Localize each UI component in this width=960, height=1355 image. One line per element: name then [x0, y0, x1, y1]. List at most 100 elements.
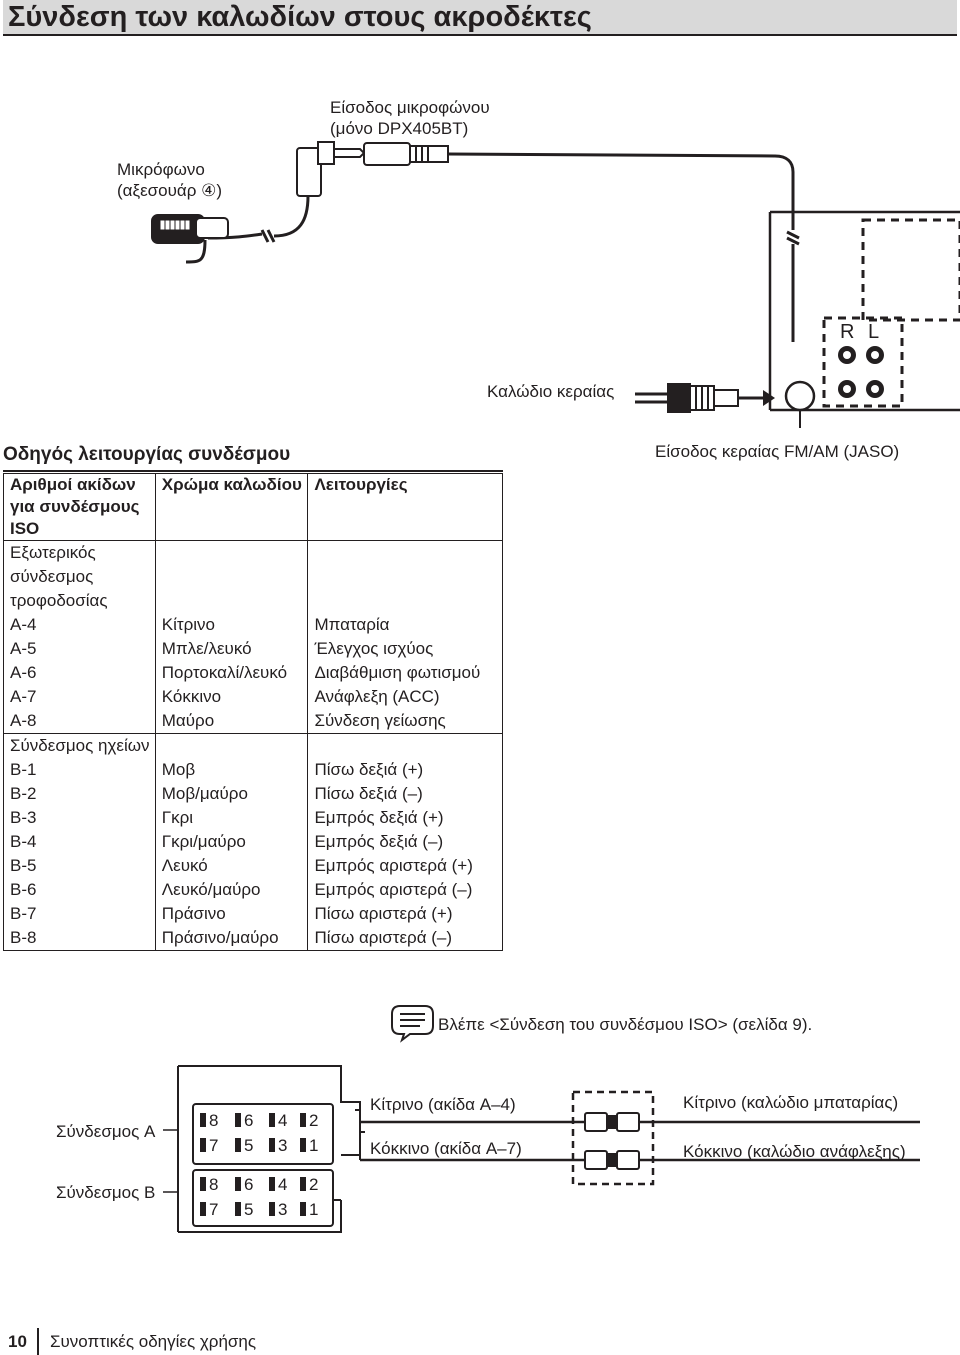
- color-cell: Λευκό: [154, 854, 308, 878]
- microphone-label-1: Μικρόφωνο: [117, 160, 205, 179]
- title-bar: [3, 0, 957, 36]
- red-cable-label: Κόκκινο (καλώδιο ανάφλεξης): [683, 1142, 906, 1161]
- function-cell: Εμπρός αριστερά (+): [307, 854, 503, 878]
- pin-cell: A-4: [10, 615, 37, 634]
- header-cable-color: Χρώμα καλωδίου: [154, 473, 308, 541]
- mic-cable-tail: [185, 239, 207, 264]
- connector-a-pin-7: 7: [200, 1136, 218, 1156]
- color-cell: Κίτρινο: [154, 613, 308, 637]
- function-cell: Εμπρός δεξιά (–): [307, 830, 503, 854]
- color-cell: Μαύρο: [154, 709, 308, 734]
- pin-function-table: Αριθμοί ακίδων για συνδέσμους ISO Χρώμα …: [3, 473, 503, 951]
- color-cell: Γκρι: [154, 806, 308, 830]
- pin-cell: B-7: [10, 904, 37, 923]
- section-a-label: Εξωτερικός σύνδεσμος τροφοδοσίας: [3, 540, 156, 613]
- pin-cell: B-1: [10, 760, 37, 779]
- page-number: 10: [8, 1332, 27, 1351]
- pin-cell: A-8: [10, 711, 37, 730]
- mic-cable-2: [273, 195, 310, 238]
- page-title: Σύνδεση των καλωδίων στους ακροδέκτες: [8, 1, 592, 33]
- connector-b-pin-6: 6: [235, 1175, 253, 1195]
- connector-a-pin-4: 4: [269, 1111, 287, 1131]
- color-cell: Μοβ/μαύρο: [154, 782, 308, 806]
- guide-title-rule: [3, 470, 503, 472]
- pin-cell: B-6: [10, 880, 37, 899]
- section-a-row: Εξωτερικός σύνδεσμος τροφοδοσίας: [3, 540, 503, 613]
- color-cell: Κόκκινο: [154, 685, 308, 709]
- pin-cell: B-2: [10, 784, 37, 803]
- connector-a-pin-3: 3: [269, 1136, 287, 1156]
- section-b-row: Σύνδεσμος ηχείων: [3, 733, 503, 758]
- note-icon: [391, 1005, 434, 1043]
- yellow-pin-label: Κίτρινο (ακίδα A–4): [370, 1095, 516, 1114]
- function-cell: Πίσω δεξιά (–): [307, 782, 503, 806]
- rca-r-label: R: [840, 321, 855, 343]
- connector-b-pin-7: 7: [200, 1200, 218, 1220]
- connector-b-pin-1: 1: [300, 1200, 318, 1220]
- header-pin-numbers: Αριθμοί ακίδων για συνδέσμους ISO: [10, 475, 140, 538]
- color-cell: Πορτοκαλί/λευκό: [154, 661, 308, 685]
- color-cell: Λευκό/μαύρο: [154, 878, 308, 902]
- table-header-row: Αριθμοί ακίδων για συνδέσμους ISO Χρώμα …: [4, 473, 503, 541]
- pin-cell: B-4: [10, 832, 37, 851]
- iso-connectors: [177, 1065, 365, 1233]
- color-cell: Μπλε/λευκό: [154, 637, 308, 661]
- connector-a-pin-2: 2: [300, 1111, 318, 1131]
- function-cell: Πίσω αριστερά (+): [307, 902, 503, 926]
- function-cell: Πίσω αριστερά (–): [307, 926, 503, 951]
- note-text: Βλέπε <Σύνδεση του συνδέσμου ISO> (σελίδ…: [438, 1015, 813, 1034]
- connector-a-pin-5: 5: [235, 1136, 253, 1156]
- connector-b-pin-8: 8: [200, 1175, 218, 1195]
- section-b-label: Σύνδεσμος ηχείων: [3, 733, 156, 758]
- color-cell: Μοβ: [154, 758, 308, 782]
- red-pin-label: Κόκκινο (ακίδα A–7): [370, 1139, 522, 1158]
- guide-title: Οδηγός λειτουργίας συνδέσμου: [3, 444, 291, 465]
- function-cell: Μπαταρία: [307, 613, 503, 637]
- connector-a-pin-1: 1: [300, 1136, 318, 1156]
- function-cell: Έλεγχος ισχύος: [307, 637, 503, 661]
- pin-cell: A-7: [10, 687, 37, 706]
- pin-cell: A-6: [10, 663, 37, 682]
- connector-b-pin-4: 4: [269, 1175, 287, 1195]
- function-cell: Εμπρός αριστερά (–): [307, 878, 503, 902]
- mic-jack: [363, 142, 449, 166]
- connector-b-pin-3: 3: [269, 1200, 287, 1220]
- pin-cell: B-3: [10, 808, 37, 827]
- connector-a-label: Σύνδεσμος A: [56, 1122, 156, 1141]
- connector-a-pin-8: 8: [200, 1111, 218, 1131]
- function-cell: Διαβάθμιση φωτισμού: [307, 661, 503, 685]
- mic-plug: [296, 141, 366, 197]
- pin-cell: A-5: [10, 639, 37, 658]
- antenna-cable-label: Καλώδιο κεραίας: [487, 382, 615, 401]
- bullet-connectors: [584, 1112, 640, 1170]
- footer-text: Συνοπτικές οδηγίες χρήσης: [50, 1332, 257, 1351]
- antenna-plug: [667, 383, 739, 413]
- function-cell: Σύνδεση γείωσης: [307, 709, 503, 734]
- mic-input-label-1: Είσοδος μικροφώνου: [330, 98, 490, 117]
- function-cell: Εμπρός δεξιά (+): [307, 806, 503, 830]
- color-cell: Πράσινο/μαύρο: [154, 926, 308, 951]
- header-functions: Λειτουργίες: [307, 473, 503, 541]
- connector-b-label: Σύνδεσμος B: [56, 1183, 156, 1202]
- function-cell: Ανάφλεξη (ACC): [307, 685, 503, 709]
- footer-separator: [37, 1328, 39, 1355]
- antenna-input-label: Είσοδος κεραίας FM/AM (JASO): [655, 442, 900, 461]
- rca-l-label: L: [868, 321, 880, 343]
- mic-input-label-2: (μόνο DPX405BT): [330, 119, 469, 138]
- connector-a-pin-6: 6: [235, 1111, 253, 1131]
- color-cell: Πράσινο: [154, 902, 308, 926]
- rca-sockets: [838, 346, 884, 398]
- function-cell: Πίσω δεξιά (+): [307, 758, 503, 782]
